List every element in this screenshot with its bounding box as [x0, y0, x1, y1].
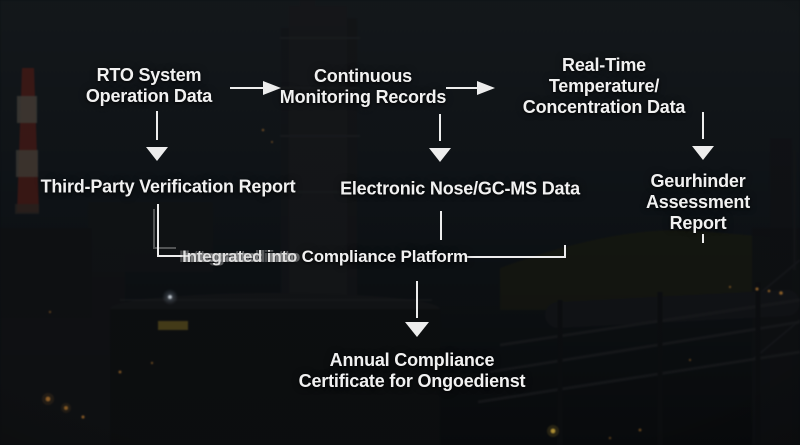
node-annual-compliance-certificate: Annual Compliance Certificate for Ongoed… — [298, 349, 526, 391]
node-realtime-temperature-concentration-data: Real-Time Temperature/ Concentration Dat… — [522, 55, 686, 118]
node-continuous-monitoring-records: Continuous Monitoring Records — [279, 65, 447, 107]
node-electronic-nose-gcms-data: Electronic Nose/GC-MS Data — [340, 178, 580, 199]
platform-rest-text: Compliance Platform — [301, 246, 468, 266]
node-integrated-into-compliance-platform: Integrated into Compliance Platform — [182, 247, 468, 267]
node-rto-system-operation-data: RTO System Operation Data — [85, 64, 213, 106]
node-third-party-verification-report: Third-Party Verification Report — [40, 176, 296, 197]
platform-ghost-text: Integrated into — [182, 246, 302, 266]
node-geurhinder-assessment-report: Geurhinder Assessment Report — [645, 171, 751, 234]
